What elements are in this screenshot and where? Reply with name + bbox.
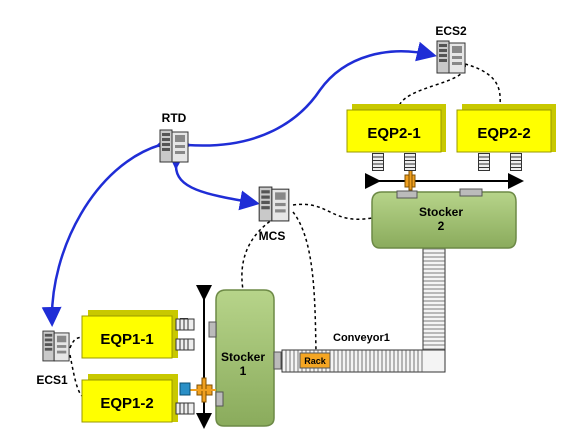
- link-ecs2-eqp2-2: [464, 63, 501, 111]
- stocker1-label-line2: 1: [240, 364, 247, 378]
- stocker2-body: [371, 191, 517, 249]
- rtd-server-icon: [159, 129, 189, 163]
- ecs2-server-icon: [436, 40, 466, 74]
- stocker2-port-right: [459, 188, 483, 197]
- stocker1-port-top: [208, 321, 217, 338]
- eqp2-1-box: [346, 109, 442, 153]
- stocker1-port-bottom: [215, 391, 224, 407]
- ecs1-server-icon: [42, 330, 70, 362]
- ecs2-label: ECS2: [435, 24, 467, 38]
- stocker1-crane-icon: [188, 377, 216, 403]
- eqp2-1-label: EQP2-1: [367, 125, 420, 142]
- link-ecs1-eqp1-2: [69, 354, 89, 399]
- eqp1-1-port-b-horizontal: [175, 338, 195, 351]
- eqp2-2-port-b: [510, 153, 522, 171]
- link-rtd-ecs2: [171, 41, 437, 154]
- rack-tray: [299, 352, 331, 369]
- eqp1-1-port-a-horizontal: [175, 318, 195, 331]
- eqp2-2-port-a: [478, 153, 490, 171]
- link-mcs-stocker2: [292, 203, 373, 220]
- link-ecs1-eqp1-1: [69, 336, 89, 349]
- eqp2-1-port-a: [372, 153, 384, 171]
- eqp1-1-box: [81, 315, 173, 359]
- conveyor-label: Conveyor1: [333, 332, 390, 344]
- mcs-server-icon: [258, 186, 290, 222]
- stocker1-body: [215, 289, 275, 427]
- link-mcs-stocker1: [241, 211, 286, 291]
- stocker2-label-line2: 2: [438, 219, 445, 233]
- stocker2-port-left: [396, 190, 418, 199]
- stocker2-crane-icon: [404, 167, 416, 191]
- link-rtd-mcs: [166, 149, 260, 211]
- ecs1-label: ECS1: [36, 373, 68, 387]
- stocker1-label-line1: Stocker: [221, 350, 265, 364]
- eqp1-1-label: EQP1-1: [100, 331, 153, 348]
- eqp2-1-port-b: [404, 153, 416, 171]
- rack-label: Rack: [304, 356, 327, 366]
- eqp2-2-label: EQP2-2: [477, 125, 530, 142]
- eqp1-2-port-b-horizontal: [175, 402, 195, 415]
- eqp2-2-box: [456, 109, 552, 153]
- eqp1-2-box: [81, 379, 173, 423]
- stocker2-label-line1: Stocker: [419, 205, 463, 219]
- link-rtd-ecs1: [41, 131, 178, 327]
- link-mcs-conveyor: [292, 211, 317, 353]
- rtd-label: RTD: [162, 111, 187, 125]
- eqp1-2-label: EQP1-2: [100, 395, 153, 412]
- eqp1-2-carrier-icon: [179, 382, 191, 396]
- stocker1-port-conveyor: [273, 351, 282, 370]
- mcs-label: MCS: [259, 229, 286, 243]
